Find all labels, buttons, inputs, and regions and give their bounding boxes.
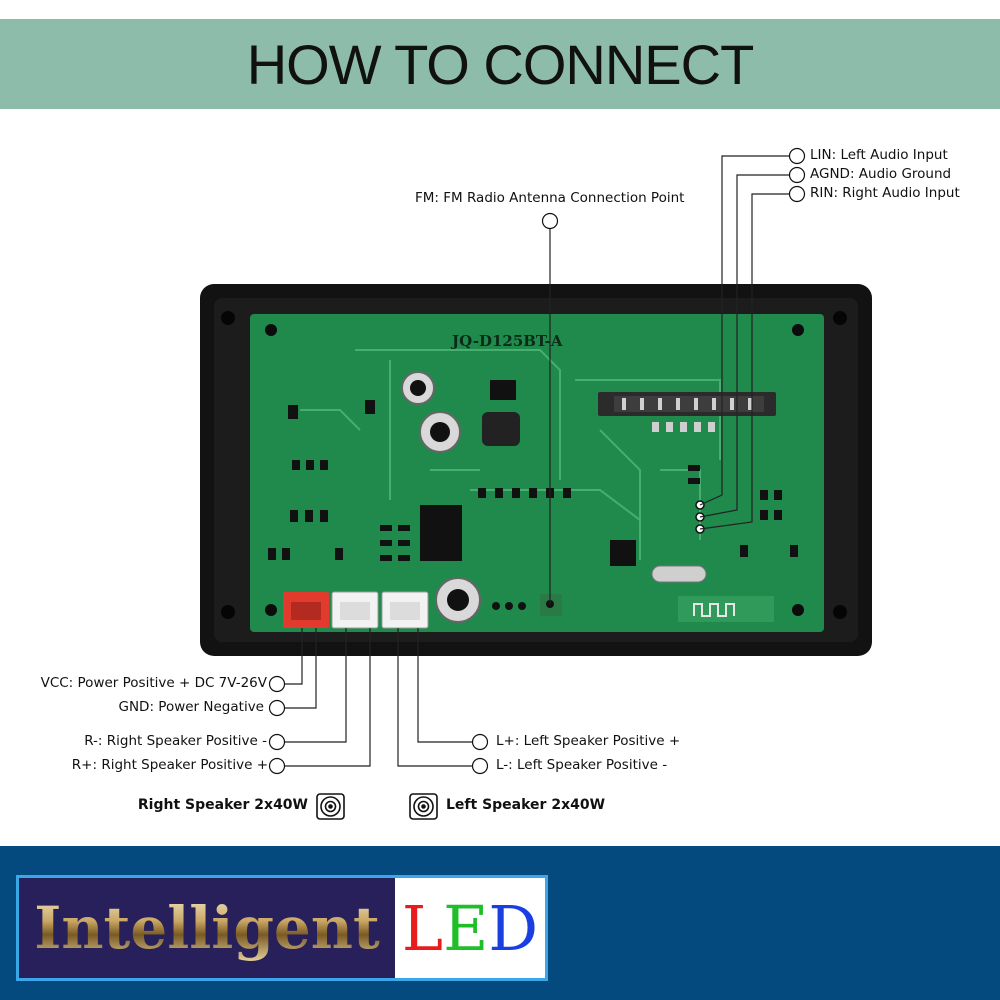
agnd-label: AGND: Audio Ground xyxy=(810,166,952,182)
vcc-label: VCC: Power Positive + DC 7V-26V xyxy=(40,675,267,691)
r-plus-label: R+: Right Speaker Positive + xyxy=(71,757,268,773)
title-bar: HOW TO CONNECT xyxy=(0,19,1000,109)
brand-logo: Intelligent L E D xyxy=(16,875,548,981)
pcb xyxy=(250,314,824,632)
right-speaker-label: Right Speaker 2x40W xyxy=(137,797,308,813)
logo-led-l: L xyxy=(401,891,444,965)
fm-label: FM: FM Radio Antenna Connection Point xyxy=(415,190,685,206)
logo-word-panel: Intelligent xyxy=(19,878,395,978)
left-speaker-label: Left Speaker 2x40W xyxy=(446,797,606,813)
lin-label: LIN: Left Audio Input xyxy=(810,147,948,163)
l-plus-label: L+: Left Speaker Positive + xyxy=(496,733,681,749)
page-title: HOW TO CONNECT xyxy=(246,32,755,96)
board-model: JQ-D125BT-A xyxy=(450,332,563,350)
logo-led-d: D xyxy=(488,891,539,965)
l-minus-label: L-: Left Speaker Positive - xyxy=(496,757,668,773)
gnd-label: GND: Power Negative xyxy=(118,699,265,715)
logo-led-panel: L E D xyxy=(395,878,545,978)
logo-led-e: E xyxy=(443,891,489,965)
speaker-icon xyxy=(409,793,438,820)
rin-label: RIN: Right Audio Input xyxy=(810,185,960,201)
logo-word: Intelligent xyxy=(34,894,380,962)
speaker-icon xyxy=(316,793,345,820)
r-minus-label: R-: Right Speaker Positive - xyxy=(84,733,267,749)
